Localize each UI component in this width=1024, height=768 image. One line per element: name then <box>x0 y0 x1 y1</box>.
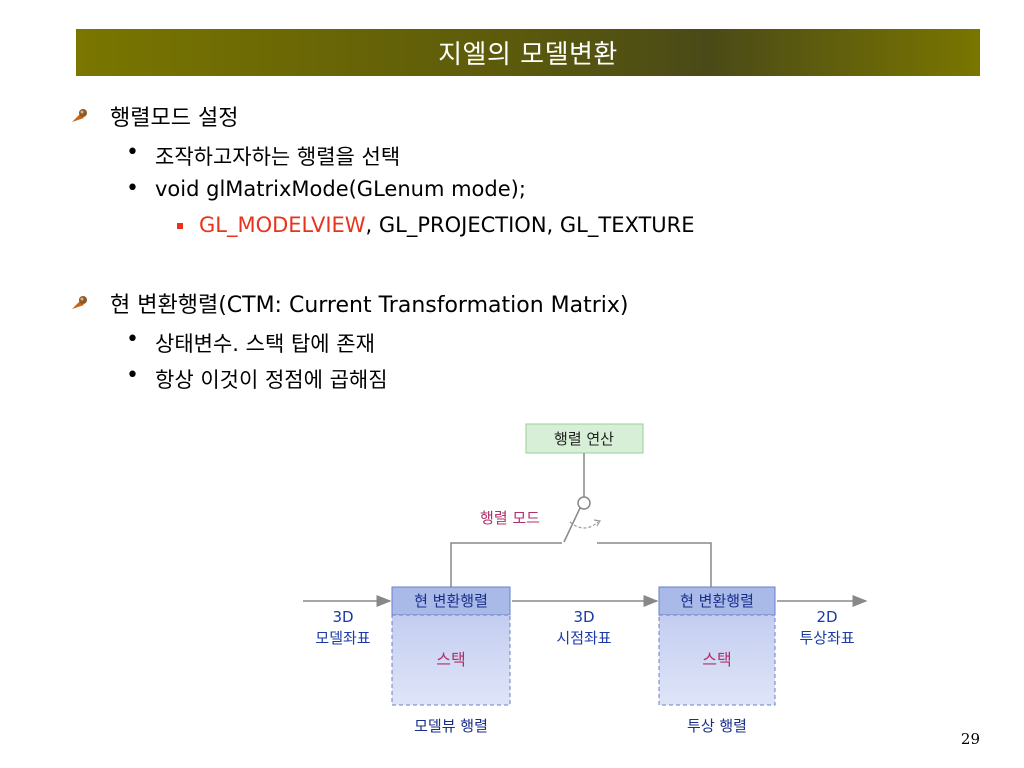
bullet-select-matrix: 조작하고자하는 행렬을 선택 <box>155 145 401 169</box>
output-coord-label: 투상좌표 <box>799 629 854 647</box>
bullet-multiply-vertex: 항상 이것이 정점에 곱해짐 <box>155 368 388 392</box>
right-box-body-label: 스택 <box>702 650 731 669</box>
input-coord-label: 모델좌표 <box>315 629 370 647</box>
switch-arrow-icon <box>593 519 601 527</box>
bullet-dot-icon: • <box>126 140 139 165</box>
bullet-dot-icon: • <box>126 176 139 201</box>
matrix-op-label: 행렬 연산 <box>554 430 614 448</box>
bullet-glmatrixmode: void glMatrixMode(GLenum mode); <box>155 177 526 201</box>
bullet-ctm: 현 변환행렬(CTM: Current Transformation Matri… <box>110 293 629 318</box>
right-box-header-label: 현 변환행렬 <box>680 592 754 610</box>
bullet-state-variable: 상태변수. 스택 탑에 존재 <box>155 332 375 356</box>
right-box-header <box>658 586 776 616</box>
switch-arm <box>563 507 581 543</box>
other-constants: , GL_PROJECTION, GL_TEXTURE <box>365 213 695 237</box>
bullet-mode-values: GL_MODELVIEW, GL_PROJECTION, GL_TEXTURE <box>199 213 695 237</box>
bullet-matrix-mode: 행렬모드 설정 <box>110 106 239 131</box>
middle-coord-label: 시점좌표 <box>556 629 611 647</box>
matrix-op-box <box>525 423 644 454</box>
input-dim-label: 3D <box>332 608 353 626</box>
bullet-dot-icon: • <box>126 363 139 388</box>
modelview-constant: GL_MODELVIEW <box>199 213 366 237</box>
branch-right <box>597 542 712 587</box>
page-title: 지엘의 모델변환 <box>438 40 618 70</box>
page-number: 29 <box>960 730 980 748</box>
bullet-square-icon <box>177 223 183 229</box>
left-box-caption: 모델뷰 행렬 <box>414 717 488 735</box>
switch-arc <box>569 521 599 529</box>
bullet-dot-icon: • <box>126 327 139 352</box>
bullet-pin-icon <box>72 109 87 122</box>
bullet-pin-icon <box>72 296 87 309</box>
right-box-caption: 투상 행렬 <box>687 717 747 735</box>
left-box-body <box>391 614 511 706</box>
left-box-body-label: 스택 <box>436 650 465 669</box>
branch-left <box>450 542 562 587</box>
right-box-body <box>658 614 776 706</box>
matrix-mode-label: 행렬 모드 <box>480 509 540 527</box>
middle-dim-label: 3D <box>573 608 594 626</box>
title-bar: 지엘의 모델변환 <box>76 29 980 76</box>
left-box-header <box>391 586 511 616</box>
output-dim-label: 2D <box>816 608 837 626</box>
left-box-header-label: 현 변환행렬 <box>414 592 488 610</box>
switch-pivot <box>577 496 591 510</box>
